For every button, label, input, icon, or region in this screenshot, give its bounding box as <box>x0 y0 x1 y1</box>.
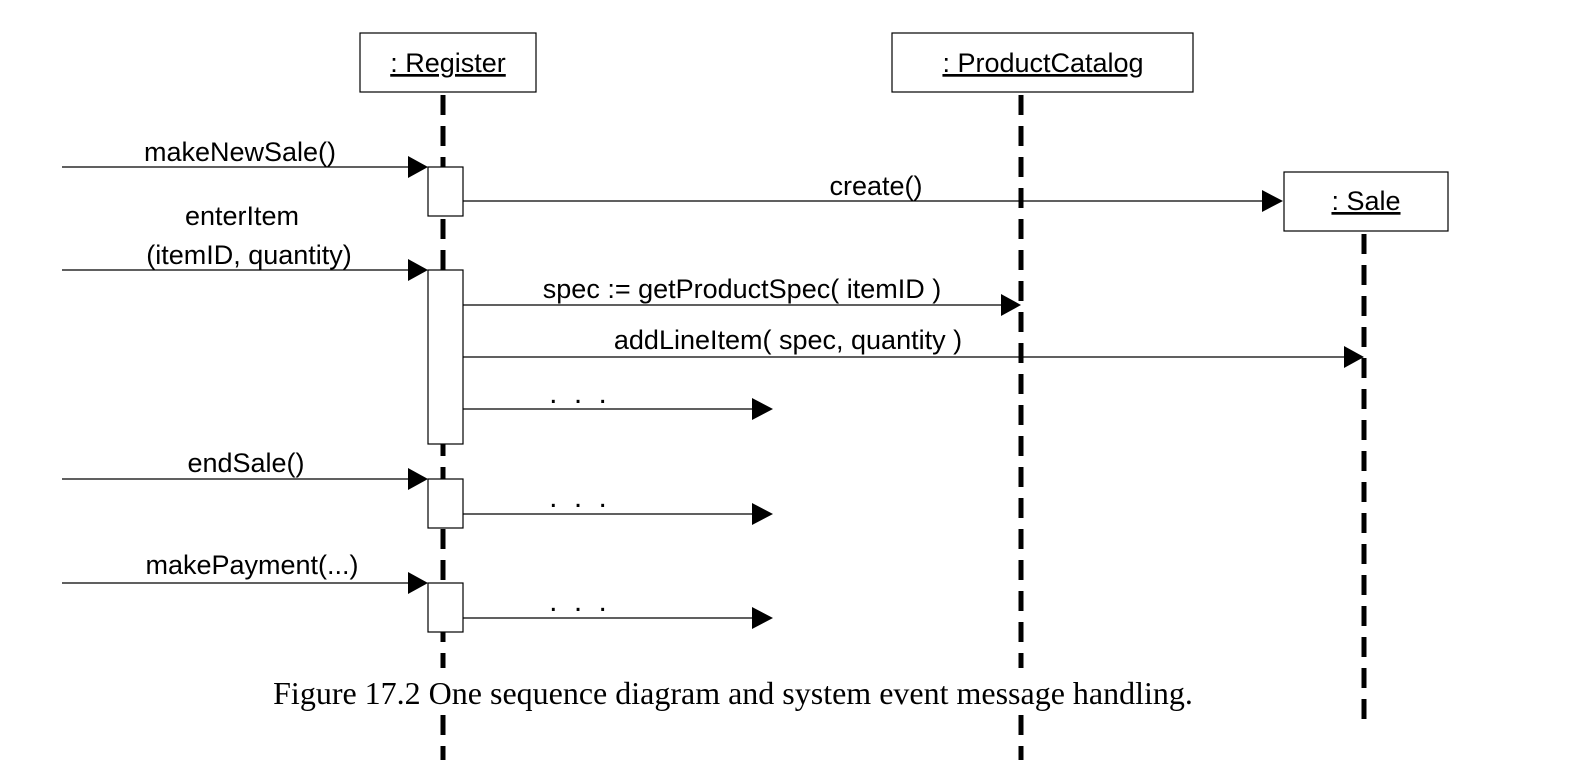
activation-bar <box>427 478 464 529</box>
ellipsis-message: . . . <box>463 377 773 420</box>
make-payment-message: makePayment(...) <box>62 550 428 594</box>
arrow-head-icon <box>1262 190 1283 212</box>
activation-bar <box>427 582 464 633</box>
add-line-item-message: addLineItem( spec, quantity ) <box>463 325 1364 368</box>
message-label: spec := getProductSpec( itemID ) <box>543 274 941 304</box>
activation-bar <box>427 166 464 217</box>
message-label: create() <box>829 171 922 201</box>
catalog-label: : ProductCatalog <box>942 48 1143 78</box>
get-product-spec-message: spec := getProductSpec( itemID ) <box>463 274 1021 316</box>
make-new-sale-message: makeNewSale() <box>62 137 428 178</box>
arrow-head-icon <box>408 572 428 594</box>
arrow-head-icon <box>408 156 428 178</box>
arrow-head-icon <box>752 503 773 525</box>
arrow-head-icon <box>408 468 428 490</box>
ellipsis-label: . . . <box>549 377 611 410</box>
sale-label: : Sale <box>1331 186 1400 216</box>
message-label: makeNewSale() <box>144 137 336 167</box>
ellipsis-message: . . . <box>463 481 773 525</box>
sale-participant: : Sale <box>1283 171 1449 232</box>
end-sale-message: endSale() <box>62 448 428 490</box>
ellipsis-label: . . . <box>549 481 611 514</box>
caption-backdrop <box>182 668 1286 714</box>
message-label: makePayment(...) <box>145 550 358 580</box>
create-message: create() <box>463 171 1283 212</box>
ellipsis-message: . . . <box>463 585 773 629</box>
arrow-head-icon <box>752 607 773 629</box>
register-participant: : Register <box>359 32 537 93</box>
arrow-head-icon <box>1001 294 1021 316</box>
register-label: : Register <box>390 48 506 78</box>
message-label: enterItem <box>185 201 299 231</box>
arrow-head-icon <box>1344 346 1364 368</box>
arrow-head-icon <box>752 398 773 420</box>
ellipsis-label: . . . <box>549 585 611 618</box>
message-label: (itemID, quantity) <box>146 240 352 270</box>
message-label: endSale() <box>187 448 304 478</box>
arrow-head-icon <box>408 259 428 281</box>
catalog-participant: : ProductCatalog <box>891 32 1194 93</box>
enter-item-message: enterItem (itemID, quantity) <box>62 201 428 281</box>
message-label: addLineItem( spec, quantity ) <box>614 325 962 355</box>
activation-bar <box>427 269 464 445</box>
figure-caption: Figure 17.2 One sequence diagram and sys… <box>273 675 1193 711</box>
